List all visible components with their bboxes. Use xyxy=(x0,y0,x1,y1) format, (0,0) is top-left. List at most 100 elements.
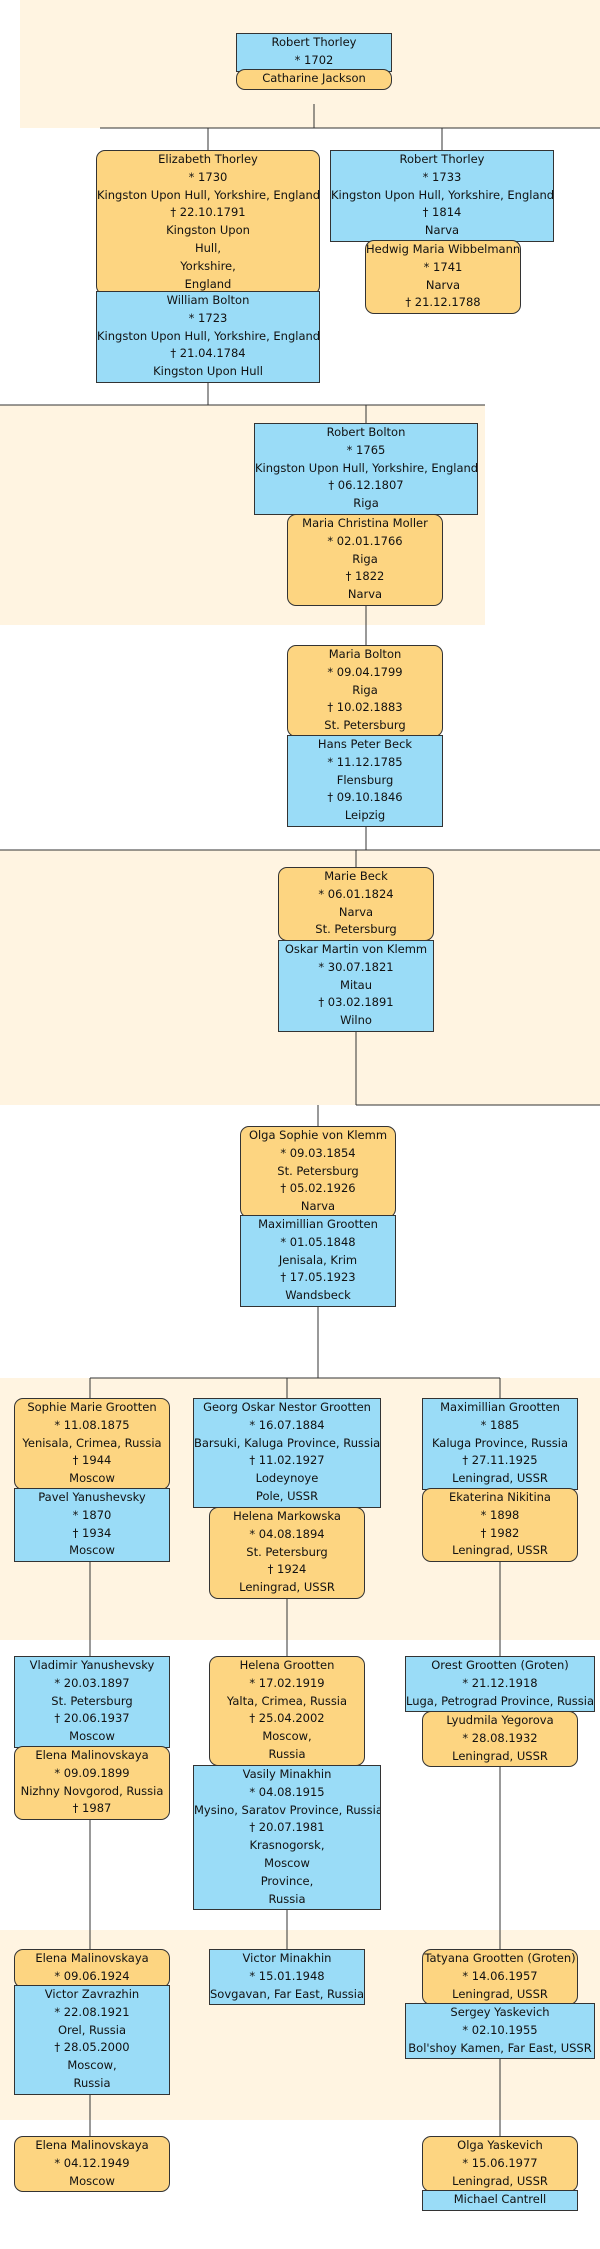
person-detail: † 05.02.1926 xyxy=(280,1181,356,1196)
person-detail: Barsuki, Kaluga Province, Russia xyxy=(194,1435,381,1450)
person-detail: Jenisala, Krim xyxy=(278,1252,358,1267)
person-name: Robert Thorley xyxy=(399,152,485,166)
person-detail: Leningrad, USSR xyxy=(452,1748,548,1763)
person-detail: Narva xyxy=(347,587,383,602)
person-name: Marie Beck xyxy=(324,869,388,883)
person-detail: † 25.04.2002 xyxy=(249,1711,325,1726)
person-detail: England xyxy=(184,276,232,291)
person-name: Lyudmila Yegorova xyxy=(446,1713,554,1727)
person-detail: Pole, USSR xyxy=(255,1488,319,1503)
person-detail: † 03.02.1891 xyxy=(318,995,394,1010)
person-detail: Kaluga Province, Russia xyxy=(431,1435,569,1450)
person-name: Olga Sophie von Klemm xyxy=(248,1128,388,1142)
person-name: Tatyana Grootten (Groten) xyxy=(424,1951,576,1965)
person-detail: * 1898 xyxy=(480,1507,520,1522)
person-name: Victor Zavrazhin xyxy=(44,1987,140,2001)
person-detail: * 14.06.1957 xyxy=(462,1968,538,1983)
person-detail: Moscow xyxy=(69,1543,115,1558)
person-name: Georg Oskar Nestor Grootten xyxy=(203,1400,371,1414)
person-detail: Luga, Petrograd Province, Russia xyxy=(406,1693,595,1708)
person-detail: * 11.12.1785 xyxy=(327,754,403,769)
person-detail: † 21.12.1788 xyxy=(405,295,481,310)
person-detail: * 21.12.1918 xyxy=(462,1675,538,1690)
person-detail: * 20.03.1897 xyxy=(54,1675,130,1690)
person-detail: Krasnogorsk, xyxy=(249,1838,325,1853)
person-detail: Wilno xyxy=(340,1013,372,1028)
person-detail: Leningrad, USSR xyxy=(452,1543,548,1558)
person-detail: † 1934 xyxy=(72,1525,112,1540)
person-name: Robert Bolton xyxy=(326,425,406,439)
person-box-michael-cantrell[interactable]: Michael Cantrell xyxy=(422,2190,578,2211)
person-detail: Russia xyxy=(73,2075,111,2090)
person-box-catharine-jackson[interactable]: Catharine Jackson xyxy=(236,69,392,90)
person-detail: † 21.04.1784 xyxy=(170,346,246,361)
person-detail: † 1987 xyxy=(72,1801,112,1816)
person-detail: † 06.12.1807 xyxy=(328,478,404,493)
person-detail: Kingston Upon Hull, Yorkshire, England xyxy=(97,328,320,343)
person-name: Michael Cantrell xyxy=(453,2192,547,2206)
person-name: Olga Yaskevich xyxy=(457,2138,543,2152)
person-detail: Province, xyxy=(260,1873,314,1888)
person-detail: * 04.08.1894 xyxy=(249,1526,325,1541)
person-detail: Kingston Upon Hull, Yorkshire, England xyxy=(331,187,554,202)
person-detail: Mysino, Saratov Province, Russia xyxy=(194,1802,381,1817)
person-detail: Moscow xyxy=(69,2173,115,2188)
person-detail: St. Petersburg xyxy=(51,1693,133,1708)
person-detail: Bol'shoy Kamen, Far East, USSR xyxy=(408,2040,592,2055)
person-detail: Riga xyxy=(353,496,379,511)
person-box-robert-thorley-1702[interactable]: Robert Thorley* 1702 xyxy=(236,33,392,72)
person-detail: Kingston Upon Hull, Yorkshire, England xyxy=(97,187,320,202)
person-detail: Wandsbeck xyxy=(285,1288,351,1303)
person-name: Victor Minakhin xyxy=(242,1951,332,1965)
person-detail: * 1870 xyxy=(72,1507,112,1522)
person-detail: † 1924 xyxy=(267,1562,307,1577)
person-detail: † 17.05.1923 xyxy=(280,1270,356,1285)
person-detail: * 09.06.1924 xyxy=(54,1968,130,1983)
person-detail: Moscow xyxy=(264,1855,310,1870)
person-detail: * 1702 xyxy=(294,52,334,67)
person-detail: Moscow, xyxy=(67,2058,117,2073)
person-name: Catharine Jackson xyxy=(262,71,366,85)
person-detail: Leningrad, USSR xyxy=(239,1580,335,1595)
person-detail: St. Petersburg xyxy=(315,922,397,937)
person-detail: St. Petersburg xyxy=(324,718,406,733)
person-detail: † 28.05.2000 xyxy=(54,2040,130,2055)
person-detail: Leningrad, USSR xyxy=(452,1471,548,1486)
person-detail: * 1765 xyxy=(346,442,386,457)
person-name: Maria Christina Moller xyxy=(302,516,428,530)
person-detail: * 09.09.1899 xyxy=(54,1765,130,1780)
person-box-elena-malinovskaya-1924[interactable]: Elena Malinovskaya* 09.06.1924 xyxy=(14,1949,170,1988)
person-detail: St. Petersburg xyxy=(246,1544,328,1559)
